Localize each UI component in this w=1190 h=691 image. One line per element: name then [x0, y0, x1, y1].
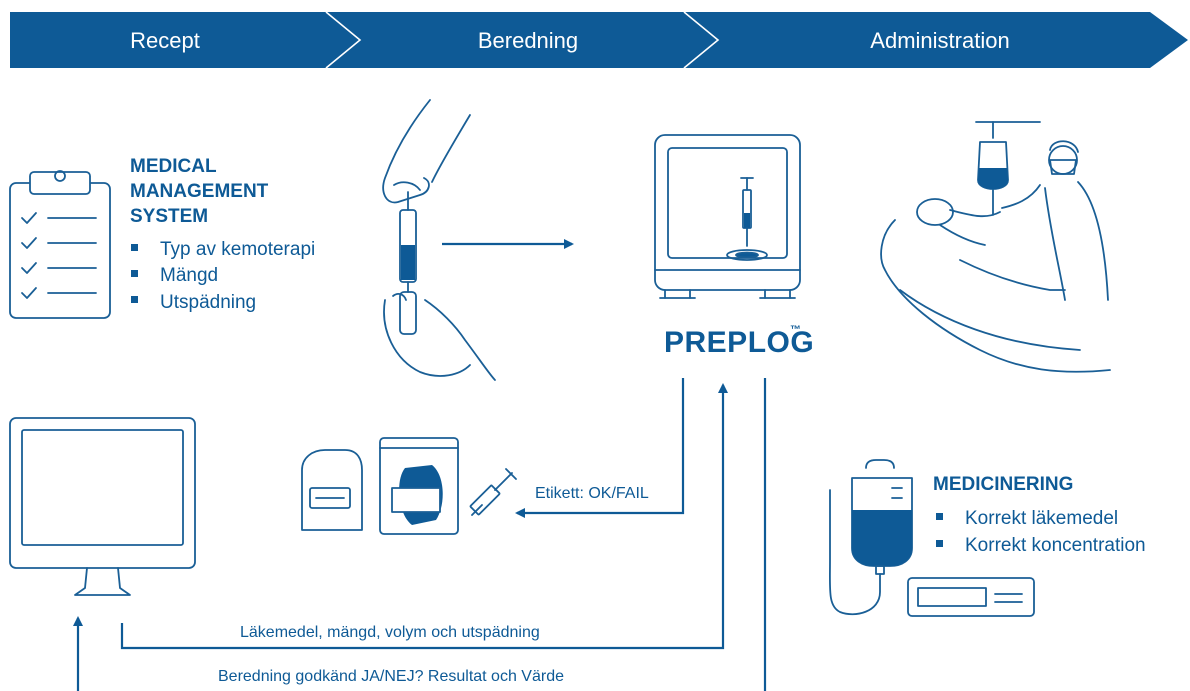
banner-shape	[10, 12, 1188, 68]
patient-nurse-icon	[880, 121, 1111, 373]
clipboard-icon	[9, 170, 111, 319]
banner-chevron-1	[325, 11, 362, 69]
mms-title-line-1: MEDICAL	[130, 156, 217, 177]
mms-title-line-2: MANAGEMENT	[130, 181, 269, 202]
process-banner: Recept Beredning Administration	[10, 11, 1188, 69]
medicinering-title: MEDICINERING	[933, 474, 1073, 495]
flow-from-preplog-text: Beredning godkänd JA/NEJ? Resultat och V…	[218, 668, 564, 685]
bullet-marker	[936, 540, 943, 547]
preplog-trademark: ™	[790, 324, 802, 336]
flow-to-preplog	[120, 383, 728, 650]
preplog-logo: PREPLOG	[664, 326, 814, 359]
mms-bullet-1: Typ av kemoterapi	[160, 239, 315, 260]
banner-chevron-2	[683, 11, 720, 69]
mms-bullet-2: Mängd	[160, 265, 218, 286]
syringe-icon	[469, 468, 517, 516]
medicinering-bullet-1: Korrekt läkemedel	[965, 508, 1118, 529]
bullet-marker	[936, 513, 943, 520]
preplog-device-icon	[654, 134, 801, 299]
step-administration: Administration	[870, 28, 1009, 53]
medicinering-bullet-2: Korrekt koncentration	[965, 535, 1146, 556]
mms-title-line-3: SYSTEM	[130, 206, 208, 227]
iv-bag-pump-icon	[828, 459, 1035, 617]
flow-label-result-text: Etikett: OK/FAIL	[535, 485, 649, 502]
step-beredning: Beredning	[478, 28, 578, 53]
mms-bullet-3: Utspädning	[160, 292, 256, 313]
flow-label-result	[515, 378, 685, 518]
medicinering-block: MEDICINERING Korrekt läkemedel Korrekt k…	[933, 474, 1146, 556]
bullet-marker	[131, 296, 138, 303]
mms-block: MEDICAL MANAGEMENT SYSTEM Typ av kemoter…	[130, 156, 315, 313]
drug-bag-icon	[379, 437, 459, 535]
flow-to-preplog-text: Läkemedel, mängd, volym och utspädning	[240, 624, 540, 641]
monitor-icon	[9, 417, 196, 596]
label-printer-icon	[301, 449, 363, 531]
bullet-marker	[131, 270, 138, 277]
bullet-marker	[131, 244, 138, 251]
hands-syringe-icon	[382, 99, 496, 381]
step-recept: Recept	[130, 28, 200, 53]
